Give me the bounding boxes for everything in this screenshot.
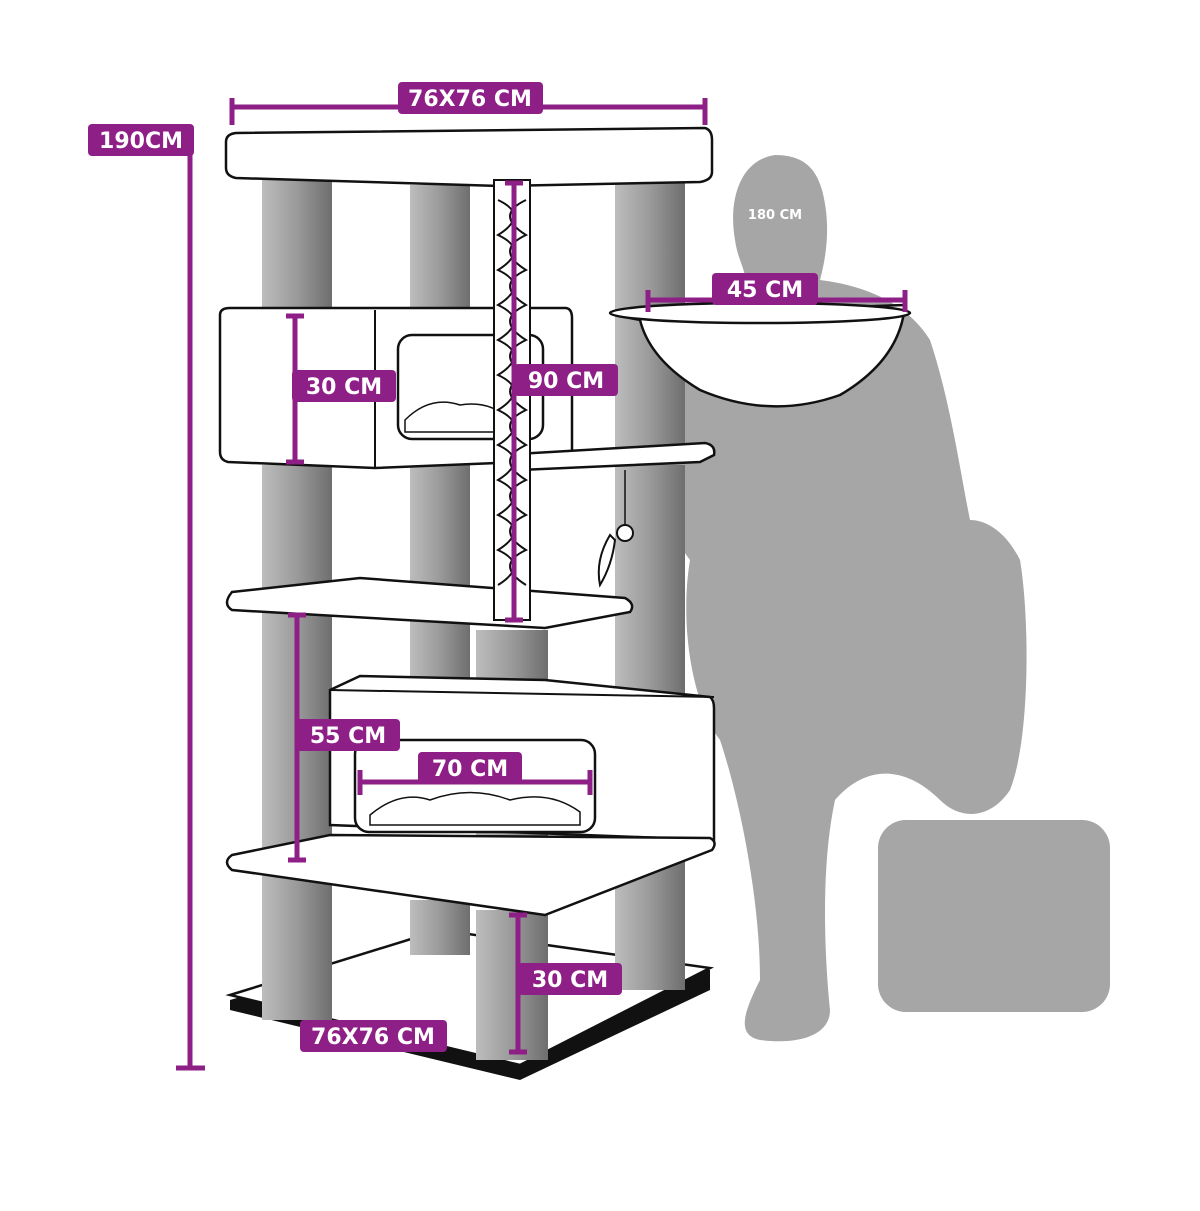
label-upper-house-height: 30 CM	[292, 370, 396, 402]
svg-text:70 CM: 70 CM	[432, 757, 508, 782]
label-base-size: 76X76 CM	[300, 1020, 447, 1052]
svg-text:76X76 CM: 76X76 CM	[408, 87, 532, 112]
label-top-width: 76X76 CM	[398, 82, 543, 114]
label-bottom-gap: 30 CM	[518, 963, 622, 995]
svg-text:30 CM: 30 CM	[532, 968, 608, 993]
stool	[878, 820, 1110, 1012]
lower-platform	[225, 833, 716, 917]
top-platform	[224, 126, 714, 188]
label-rope-length: 90 CM	[514, 364, 618, 396]
hanging-toy	[597, 470, 634, 588]
label-hammock-width: 45 CM	[712, 273, 818, 305]
label-total-height: 190CM	[88, 124, 194, 156]
svg-text:190CM: 190CM	[99, 129, 183, 154]
label-lower-house-width: 70 CM	[418, 752, 522, 784]
svg-text:55 CM: 55 CM	[310, 724, 386, 749]
label-person-height: 180 CM	[748, 208, 802, 223]
mid-shelf	[496, 441, 716, 472]
svg-text:30 CM: 30 CM	[306, 375, 382, 400]
svg-text:45 CM: 45 CM	[727, 278, 803, 303]
svg-text:90 CM: 90 CM	[528, 369, 604, 394]
label-middle-gap: 55 CM	[296, 719, 400, 751]
svg-text:76X76 CM: 76X76 CM	[311, 1025, 435, 1050]
